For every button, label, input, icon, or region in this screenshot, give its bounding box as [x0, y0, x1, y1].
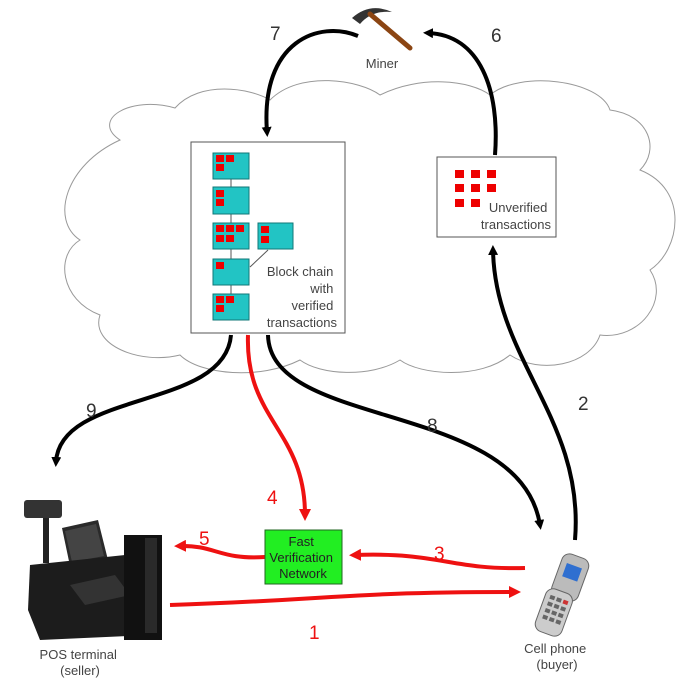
step-3: 3	[434, 544, 445, 565]
pickaxe-icon	[352, 8, 413, 51]
step-6: 6	[491, 26, 502, 47]
block	[212, 186, 250, 215]
block	[212, 222, 250, 250]
arrow-4	[245, 334, 311, 521]
step-9: 9	[86, 401, 97, 422]
step-7: 7	[270, 24, 281, 45]
step-5: 5	[199, 529, 210, 550]
miner: Miner	[352, 8, 413, 71]
svg-text:Fast Verification: Fast Verification Network	[269, 534, 336, 581]
cell-phone: Cell phone (buyer)	[524, 553, 590, 672]
arrow-7	[261, 29, 359, 137]
step-1: 1	[309, 623, 320, 644]
blockchain-label: Block chain with verified transactions	[267, 264, 338, 330]
step-2: 2	[578, 394, 589, 415]
arrow-3	[349, 548, 526, 571]
block	[212, 258, 250, 286]
unverified-label: Unverified transactions	[481, 200, 552, 232]
cell-phone-icon	[534, 553, 590, 637]
block	[212, 152, 250, 180]
miner-label: Miner	[366, 56, 399, 71]
unverified-transactions-box: Unverified transactions	[436, 156, 557, 238]
orphan-block	[257, 222, 294, 250]
pos-terminal: POS terminal (seller)	[24, 500, 162, 678]
arrow-2	[488, 245, 578, 541]
block	[212, 293, 250, 321]
blockchain-box: Block chain with verified transactions	[190, 141, 346, 334]
svg-text:Cell phone (buyer): Cell phone (buyer)	[524, 641, 590, 672]
step-4: 4	[267, 488, 278, 509]
black-arrows	[51, 28, 578, 541]
fast-verification-network-box: Fast Verification Network	[264, 529, 343, 585]
arrow-9	[51, 334, 233, 467]
network-cloud	[64, 80, 676, 374]
arrow-6	[423, 28, 498, 156]
step-numbers: 7 6 2 8 9 4 5 3 1	[86, 24, 589, 644]
step-8: 8	[427, 416, 438, 437]
arrow-8	[266, 334, 545, 530]
svg-text:POS terminal (seller): POS terminal (seller)	[40, 647, 121, 678]
pos-terminal-icon	[24, 500, 162, 640]
transactions	[455, 170, 496, 207]
arrow-5	[174, 539, 266, 560]
arrow-1	[169, 586, 521, 607]
red-arrows	[169, 334, 526, 607]
